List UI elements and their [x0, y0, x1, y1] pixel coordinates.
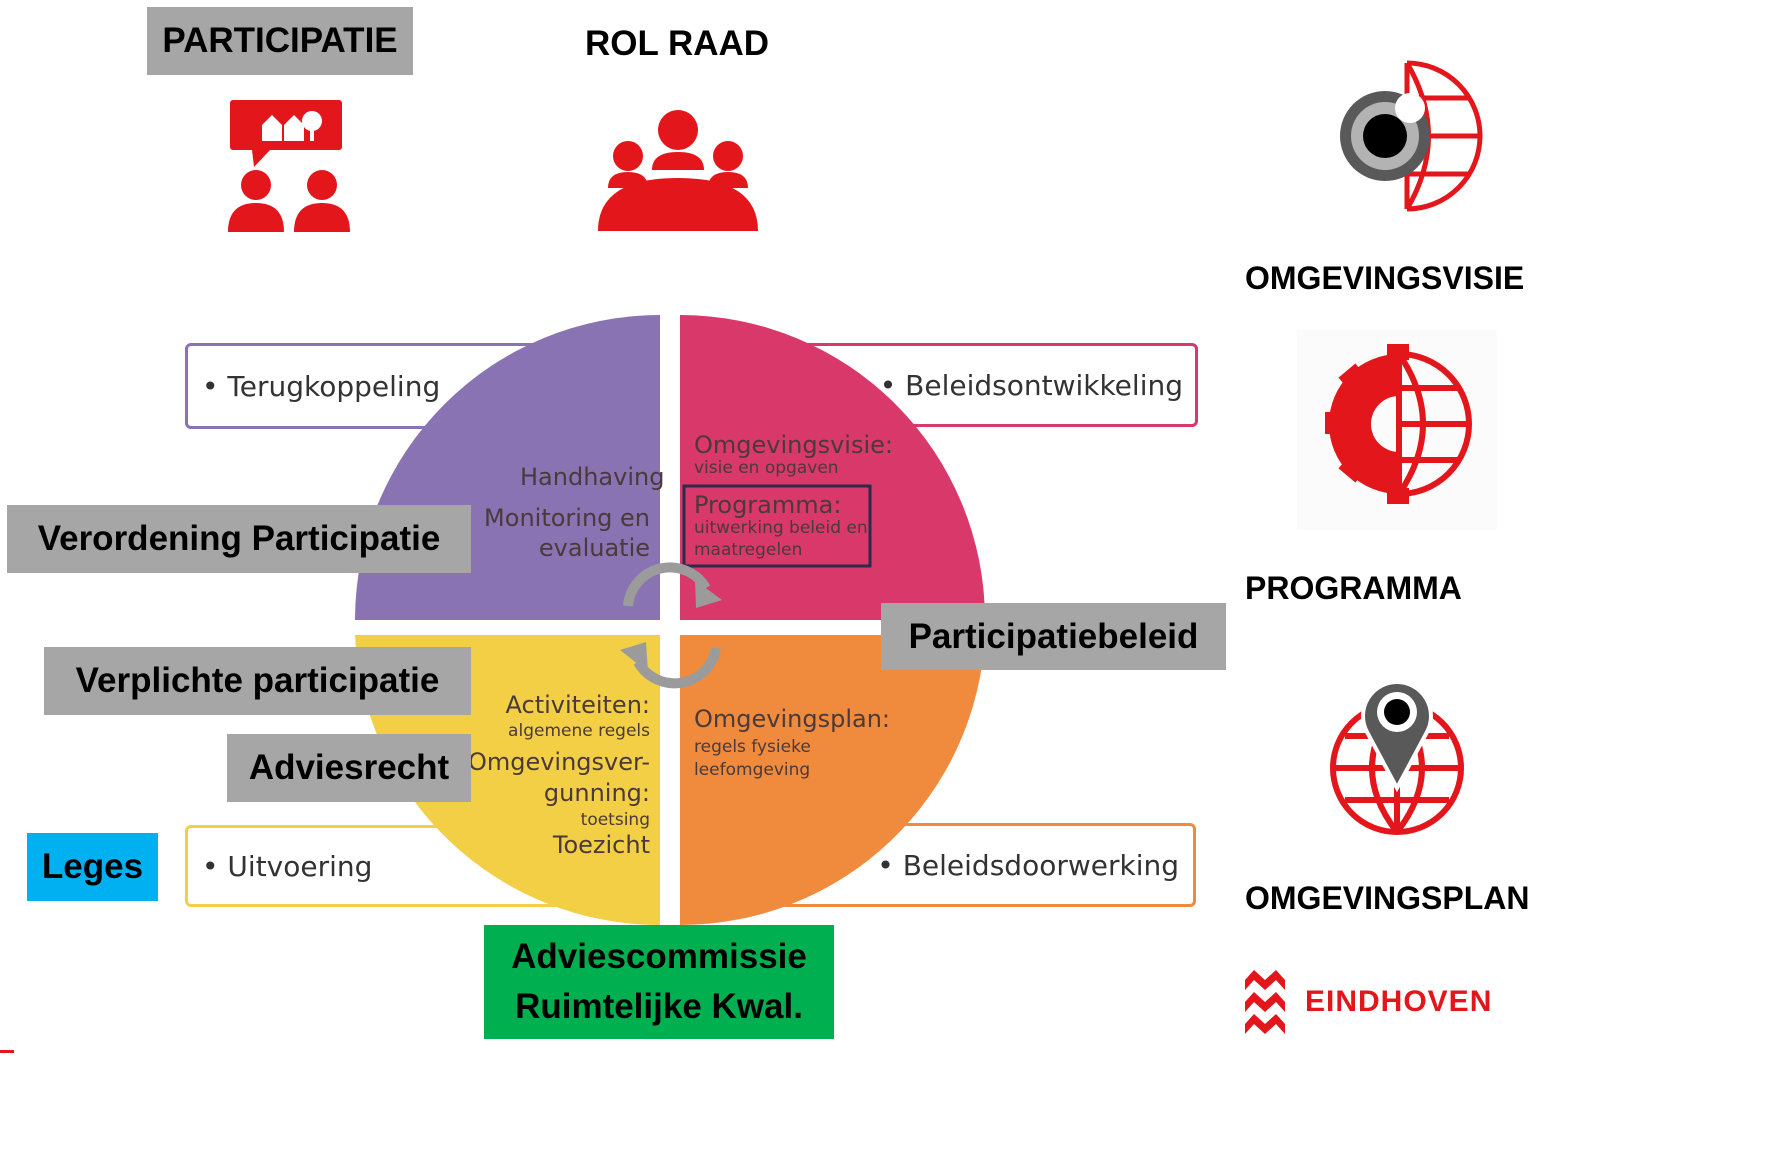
monitoring-text-2: evaluatie — [538, 534, 650, 562]
activiteiten-sub: algemene regels — [508, 721, 650, 741]
handhaving-text: Handhaving — [520, 463, 665, 491]
omgevingsplan-quadrant-sub-1: regels fysieke — [694, 737, 811, 757]
omgevingsvisie-icon — [1340, 60, 1483, 212]
eindhoven-logo-text: EINDHOVEN — [1305, 985, 1493, 1018]
council-icon — [598, 110, 758, 231]
omgevingsplan-icon — [1330, 680, 1464, 835]
toezicht-text: Toezicht — [552, 831, 650, 859]
rol-raad-header: ROL RAAD — [585, 24, 770, 63]
programma-quadrant-sub-2: maatregelen — [694, 540, 803, 560]
activiteiten-title: Activiteiten: — [505, 691, 650, 719]
toetsing-text: toetsing — [580, 810, 650, 830]
omgevingsvisie-quadrant-title: Omgevingsvisie: — [694, 431, 893, 459]
omgevingsvergunning-text-2: gunning: — [543, 779, 650, 807]
adviescommissie-line-2: Ruimtelijke Kwal. — [515, 987, 803, 1026]
cycle-arrow-bottom — [633, 646, 721, 689]
participatiebeleid-tag: Participatiebeleid — [881, 603, 1226, 670]
leges-tag: Leges — [27, 833, 158, 901]
programma-label: PROGRAMMA — [1245, 570, 1462, 606]
terugkoppeling-label: • Terugkoppeling — [202, 369, 441, 403]
programma-quadrant-title: Programma: — [694, 491, 842, 519]
orange-quadrant — [680, 635, 985, 926]
beleidsdoorwerking-label: • Beleidsdoorwerking — [877, 848, 1179, 882]
omgevingsplan-label: OMGEVINGSPLAN — [1245, 880, 1530, 916]
monitoring-text-1: Monitoring en — [484, 504, 650, 532]
participation-icon — [228, 100, 350, 232]
omgevingsplan-quadrant-title: Omgevingsplan: — [694, 705, 890, 733]
eindhoven-logo-icon — [1245, 970, 1285, 1034]
participatie-header: PARTICIPATIE — [147, 7, 413, 75]
cycle-arrow-top — [623, 562, 711, 607]
programma-highlight-box — [682, 484, 872, 568]
adviescommissie-line-1: Adviescommissie — [511, 937, 807, 976]
uitvoering-label: • Uitvoering — [202, 849, 373, 883]
omgevingsvisie-label: OMGEVINGSVISIE — [1245, 260, 1525, 296]
footer-red-mark — [0, 1050, 14, 1053]
beleidsontwikkeling-label: • Beleidsontwikkeling — [879, 368, 1183, 402]
verordening-participatie-tag: Verordening Participatie — [7, 505, 471, 573]
programma-quadrant-sub-1: uitwerking beleid en — [694, 518, 868, 538]
omgevingsplan-quadrant-sub-2: leefomgeving — [694, 760, 811, 780]
programma-icon — [1297, 330, 1497, 530]
omgevingsvisie-quadrant-sub: visie en opgaven — [694, 458, 839, 478]
pink-quadrant — [680, 315, 985, 620]
verplichte-participatie-tag: Verplichte participatie — [44, 647, 471, 715]
adviesrecht-tag: Adviesrecht — [227, 734, 471, 802]
omgevingsvergunning-text-1: Omgevingsver- — [467, 748, 650, 776]
adviescommissie-tag: Adviescommissie Ruimtelijke Kwal. — [484, 925, 834, 1039]
